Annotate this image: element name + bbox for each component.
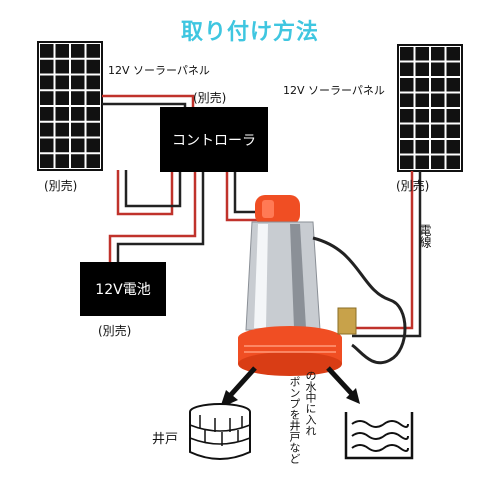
solar-cell bbox=[431, 78, 445, 92]
solar-cell bbox=[86, 44, 100, 58]
solar-cell bbox=[55, 59, 69, 74]
solar-cell bbox=[71, 138, 85, 153]
left-solar-panel-graphic bbox=[37, 41, 103, 171]
wire-right-black bbox=[352, 171, 422, 338]
solar-cell bbox=[71, 122, 85, 137]
solar-cell bbox=[86, 154, 100, 168]
solar-cell bbox=[400, 78, 414, 92]
solar-cell bbox=[40, 154, 54, 168]
wire-battery-black bbox=[116, 172, 205, 262]
solar-cell bbox=[40, 138, 54, 153]
solar-cell bbox=[55, 91, 69, 105]
well-graphic bbox=[189, 403, 251, 460]
solar-cell bbox=[40, 107, 54, 121]
solar-cell bbox=[446, 47, 460, 61]
solar-cell bbox=[86, 91, 100, 105]
left-panel-label: 12V ソーラーパネル bbox=[108, 64, 210, 77]
solar-cell bbox=[55, 122, 69, 137]
solar-cell bbox=[71, 91, 85, 105]
solar-cell bbox=[86, 59, 100, 74]
solar-cell bbox=[40, 75, 54, 90]
cable-label: 電線 bbox=[418, 224, 432, 248]
solar-cell bbox=[55, 154, 69, 168]
solar-cell bbox=[55, 75, 69, 90]
wire-pump-red bbox=[225, 172, 262, 222]
solar-cell bbox=[446, 93, 460, 107]
solar-cell bbox=[400, 155, 414, 169]
battery-note: (別売) bbox=[98, 324, 132, 338]
solar-cell bbox=[71, 107, 85, 121]
solar-cell bbox=[415, 93, 429, 107]
arrow-to-tank bbox=[326, 366, 354, 396]
solar-cell bbox=[40, 59, 54, 74]
solar-cell bbox=[86, 122, 100, 137]
controller-box: コントローラ bbox=[160, 107, 268, 172]
solar-cell bbox=[71, 75, 85, 90]
solar-cell bbox=[431, 93, 445, 107]
solar-cell bbox=[446, 62, 460, 76]
solar-cell bbox=[431, 155, 445, 169]
solar-cell bbox=[446, 140, 460, 154]
solar-cell bbox=[431, 47, 445, 61]
solar-cell bbox=[400, 62, 414, 76]
solar-cell bbox=[431, 62, 445, 76]
solar-cell bbox=[400, 93, 414, 107]
solar-cell bbox=[415, 155, 429, 169]
solar-cell bbox=[86, 75, 100, 90]
solar-cell bbox=[431, 140, 445, 154]
right-panel-note: (別売) bbox=[396, 179, 430, 193]
solar-cell bbox=[415, 124, 429, 138]
solar-cell bbox=[40, 91, 54, 105]
battery-label: 12V電池 bbox=[95, 282, 151, 298]
solar-cell bbox=[71, 154, 85, 168]
solar-cell bbox=[431, 124, 445, 138]
right-solar-panel-graphic bbox=[397, 44, 463, 172]
battery-box: 12V電池 bbox=[80, 262, 166, 316]
controller-note: (別売) bbox=[193, 91, 227, 105]
solar-cell bbox=[55, 107, 69, 121]
solar-cell bbox=[415, 47, 429, 61]
wire-battery-red bbox=[108, 172, 197, 262]
tank-graphic bbox=[344, 412, 414, 460]
right-panel-label: 12V ソーラーパネル bbox=[283, 84, 385, 97]
wire-panel-black bbox=[102, 102, 187, 107]
usage-note-col1: の水中に入れ bbox=[304, 370, 317, 436]
solar-cell bbox=[86, 107, 100, 121]
wire-pump-black bbox=[233, 172, 262, 214]
wire-panel-red bbox=[102, 94, 195, 107]
solar-cell bbox=[40, 122, 54, 137]
wire-left-red bbox=[116, 170, 174, 216]
solar-cell bbox=[86, 138, 100, 153]
pump-graphic bbox=[238, 195, 407, 376]
arrow-to-well bbox=[226, 366, 257, 400]
wire-left-black bbox=[124, 170, 182, 208]
solar-cell bbox=[400, 109, 414, 123]
wire-right-red bbox=[348, 171, 414, 330]
solar-cell bbox=[415, 62, 429, 76]
well-label: 井戸 bbox=[152, 432, 179, 447]
page-title: 取り付け方法 bbox=[180, 20, 319, 45]
solar-cell bbox=[446, 155, 460, 169]
solar-cell bbox=[400, 140, 414, 154]
solar-cell bbox=[446, 78, 460, 92]
solar-cell bbox=[40, 44, 54, 58]
solar-cell bbox=[71, 44, 85, 58]
solar-cell bbox=[415, 78, 429, 92]
solar-cell bbox=[400, 124, 414, 138]
solar-cell bbox=[400, 47, 414, 61]
solar-cell bbox=[446, 124, 460, 138]
solar-cell bbox=[415, 140, 429, 154]
usage-note-col2: ポンプを井戸など bbox=[288, 376, 301, 464]
left-panel-note: (別売) bbox=[44, 179, 78, 193]
solar-cell bbox=[415, 109, 429, 123]
solar-cell bbox=[446, 109, 460, 123]
solar-cell bbox=[55, 138, 69, 153]
controller-label: コントローラ bbox=[172, 132, 256, 149]
solar-cell bbox=[71, 59, 85, 74]
solar-cell bbox=[431, 109, 445, 123]
solar-cell bbox=[55, 44, 69, 58]
